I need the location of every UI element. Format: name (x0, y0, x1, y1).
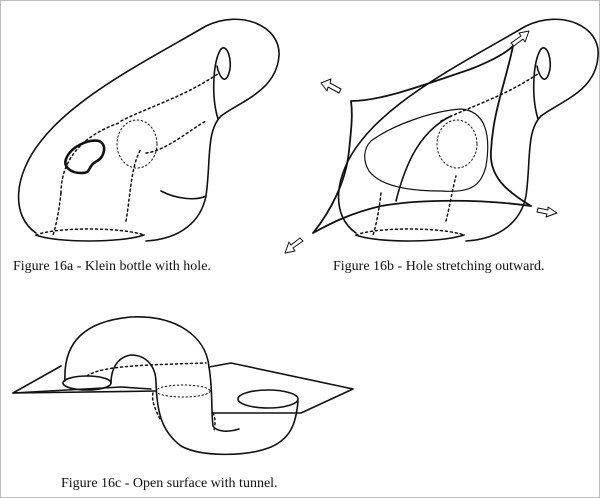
stretched-hole-boundary (312, 45, 532, 234)
klein-bottle-inner-contour (160, 190, 207, 200)
tunnel-arch-outer (64, 316, 210, 382)
figure-16a-thin-hidden (116, 119, 158, 169)
caption-figure-16b: Figure 16b - Hole stretching outward. (333, 259, 545, 274)
plane-outline-bottom-left (12, 390, 157, 394)
plane-outline-right (208, 362, 354, 414)
arrow-up-right-icon (510, 30, 530, 47)
arrow-right-icon (536, 206, 558, 218)
tunnel-arch-inner (110, 354, 299, 456)
left-opening (62, 375, 112, 391)
figure-16b-hidden-lines (372, 72, 540, 236)
hole-outline (64, 139, 106, 175)
figure-16a-base (35, 228, 145, 242)
figure-16a-drawing (17, 18, 280, 242)
figure-16b-drawing (312, 18, 599, 242)
figure-16c-drawing (12, 316, 354, 456)
klein-bottle-outline (17, 18, 280, 242)
caption-figure-16a: Figure 16a - Klein bottle with hole. (13, 259, 211, 274)
stretch-arrows (284, 30, 558, 254)
figure-16b-base (355, 228, 465, 242)
figure-16c-thin-hidden (155, 384, 211, 398)
stretched-surface-outline (337, 18, 599, 242)
figure-16a-hidden-lines (52, 72, 220, 236)
figure-16c-hidden-lines (86, 362, 216, 432)
caption-figure-16c: Figure 16c - Open surface with tunnel. (61, 476, 278, 491)
figure-16b-thin-hidden (436, 119, 478, 169)
inner-throat-ellipse (116, 119, 158, 169)
klein-bottle-neck (212, 47, 232, 120)
right-opening (237, 389, 299, 409)
stretched-neck (532, 47, 552, 120)
tunnel-under-loop (208, 366, 240, 432)
arrow-up-left-icon (320, 78, 342, 94)
plane-outline (12, 365, 152, 394)
arrow-down-left-icon (284, 237, 304, 254)
stretched-inner-contour (364, 108, 489, 192)
